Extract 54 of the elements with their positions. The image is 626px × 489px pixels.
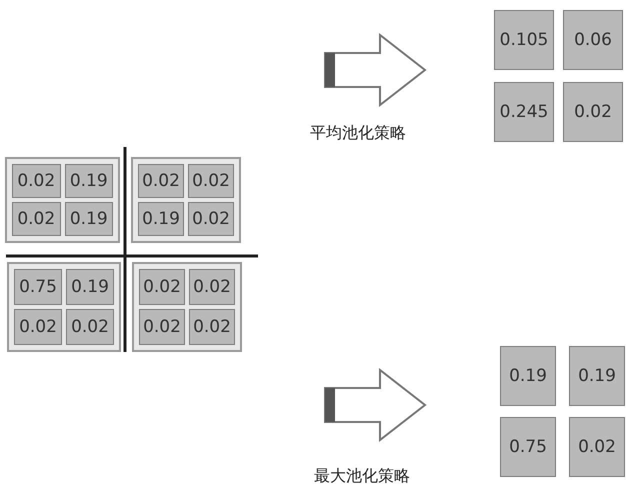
- cell-value: 0.19: [71, 277, 109, 297]
- cell-value: 0.02: [143, 277, 181, 297]
- value-cell: [189, 309, 235, 345]
- cell-value: 0.19: [142, 209, 180, 229]
- quadrant-box: [132, 262, 242, 352]
- value-cell: [66, 309, 114, 345]
- value-cell: [188, 202, 234, 236]
- cell-value: 0.02: [193, 317, 231, 337]
- value-cell: [139, 309, 185, 345]
- value-cell: [494, 10, 554, 70]
- cell-value: 0.19: [70, 171, 108, 191]
- cell-value: 0.06: [574, 30, 612, 50]
- cell-value: 0.02: [192, 171, 230, 191]
- cell-value: 0.02: [17, 171, 56, 191]
- value-cell: [12, 202, 60, 236]
- value-cell: [138, 202, 184, 236]
- cell-value: 0.19: [509, 366, 547, 386]
- quadrant-box: [7, 262, 121, 352]
- cell-value: 0.105: [500, 30, 548, 50]
- value-cell: [138, 164, 184, 198]
- value-cell: [500, 417, 556, 477]
- value-cell: [139, 269, 185, 305]
- value-cell: [12, 164, 60, 198]
- strategy-label: 平均池化策略: [310, 123, 406, 144]
- cell-value: 0.75: [19, 277, 57, 297]
- value-cell: [14, 269, 62, 305]
- cell-value: 0.02: [17, 209, 56, 229]
- cell-value: 0.02: [19, 317, 57, 337]
- cell-value: 0.02: [142, 171, 180, 191]
- cell-value: 0.19: [578, 366, 616, 386]
- value-cell: [14, 309, 62, 345]
- value-cell: [500, 346, 556, 406]
- cell-value: 0.02: [192, 209, 230, 229]
- quadrant-box: [5, 157, 120, 243]
- value-cell: [66, 269, 114, 305]
- value-cell: [64, 164, 113, 198]
- cell-value: 0.19: [70, 209, 108, 229]
- cell-value: 0.245: [500, 102, 548, 122]
- value-cell: [563, 82, 623, 142]
- cell-value: 0.02: [71, 317, 109, 337]
- value-cell: [563, 10, 623, 70]
- value-cell: [64, 202, 113, 236]
- quadrant-box: [131, 157, 241, 243]
- value-cell: [569, 346, 625, 406]
- cell-value: 0.02: [574, 102, 612, 122]
- cell-value: 0.02: [193, 277, 231, 297]
- value-cell: [494, 82, 554, 142]
- cell-value: 0.75: [509, 437, 547, 457]
- value-cell: [569, 417, 625, 477]
- strategy-label: 最大池化策略: [314, 466, 410, 487]
- value-cell: [188, 164, 234, 198]
- cell-value: 0.02: [143, 317, 181, 337]
- cell-value: 0.02: [578, 437, 616, 457]
- value-cell: [189, 269, 235, 305]
